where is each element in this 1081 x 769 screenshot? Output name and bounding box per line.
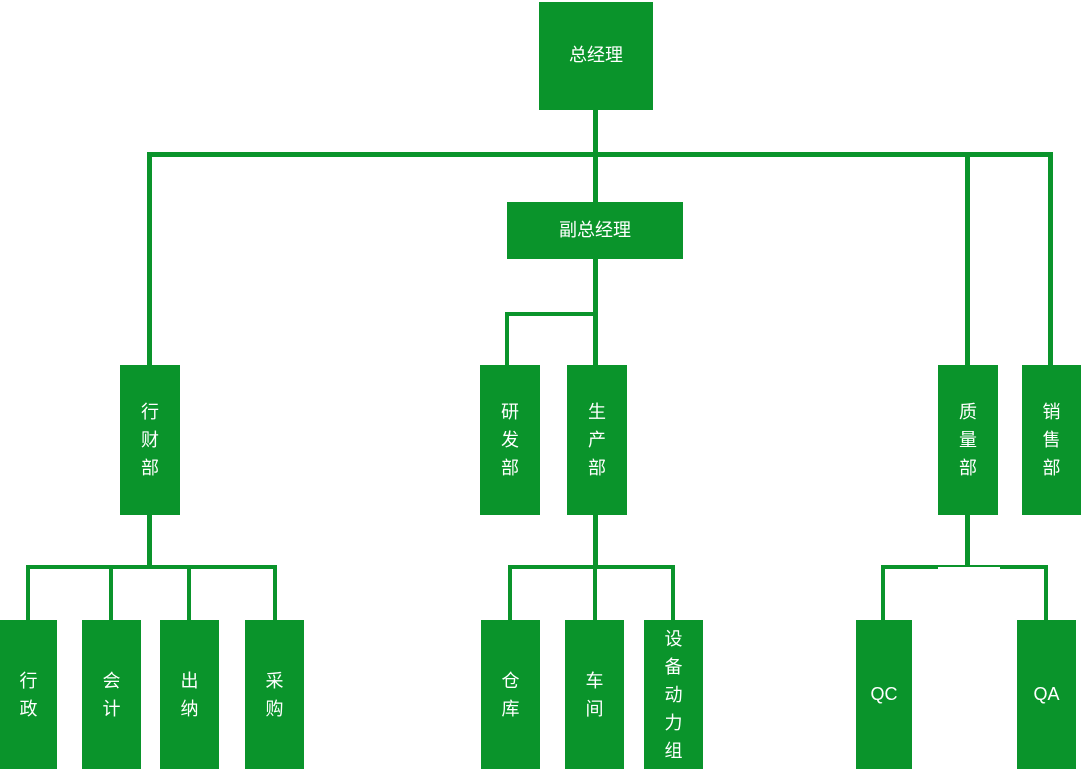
node-label: 质量部 [959,402,977,478]
node-general-manager: 总经理 [539,2,653,110]
connector-line [505,312,509,365]
connector-line [881,565,885,620]
connector-line [147,152,1053,157]
connector-line [505,312,598,316]
connector-line [965,515,970,569]
connector-line [1044,565,1048,620]
connector-line [593,515,598,569]
node-label: 出纳 [180,670,199,719]
node-label: 会计 [102,670,121,719]
node-procurement: 采购 [245,620,304,769]
node-label: 研发部 [501,402,519,478]
connector-line [508,565,675,569]
node-administration: 行政 [0,620,57,769]
connector-line [26,565,30,620]
node-label: QC [870,683,898,704]
connector-line [273,565,277,620]
node-label: 销售部 [1042,402,1061,478]
node-accounting: 会计 [82,620,141,769]
connector-line [147,515,152,569]
node-label: QA [1033,683,1060,704]
node-label: 设备动力组 [664,628,683,761]
node-label: 总经理 [569,45,623,66]
node-label: 生产部 [588,402,606,478]
node-admin-finance-dept: 行财部 [120,365,180,515]
connector-line [26,565,277,569]
node-label: 行财部 [141,402,159,478]
node-label: 行政 [19,670,38,719]
node-equipment-power-group: 设备动力组 [644,620,703,769]
node-rd-dept: 研发部 [480,365,540,515]
connector-line [593,565,597,620]
node-qa: QA [1017,620,1076,769]
node-label: 采购 [265,670,284,719]
connector-line [671,565,675,620]
node-label: 车间 [585,670,604,719]
connector-line [1048,152,1053,365]
connector-line [508,565,512,620]
node-deputy-general-manager: 副总经理 [507,202,683,259]
node-sales-dept: 销售部 [1022,365,1081,515]
connector-line [109,565,113,620]
node-cashier: 出纳 [160,620,219,769]
node-qc: QC [856,620,912,769]
node-quality-dept: 质量部 [938,365,998,515]
node-label: 副总经理 [559,219,631,240]
node-production-dept: 生产部 [567,365,627,515]
connector-line [187,565,191,620]
node-label: 仓库 [501,670,520,719]
connector-line [147,152,152,365]
node-warehouse: 仓库 [481,620,540,769]
connector-line [965,152,970,365]
node-workshop: 车间 [565,620,624,769]
connector-gap [938,567,1000,570]
